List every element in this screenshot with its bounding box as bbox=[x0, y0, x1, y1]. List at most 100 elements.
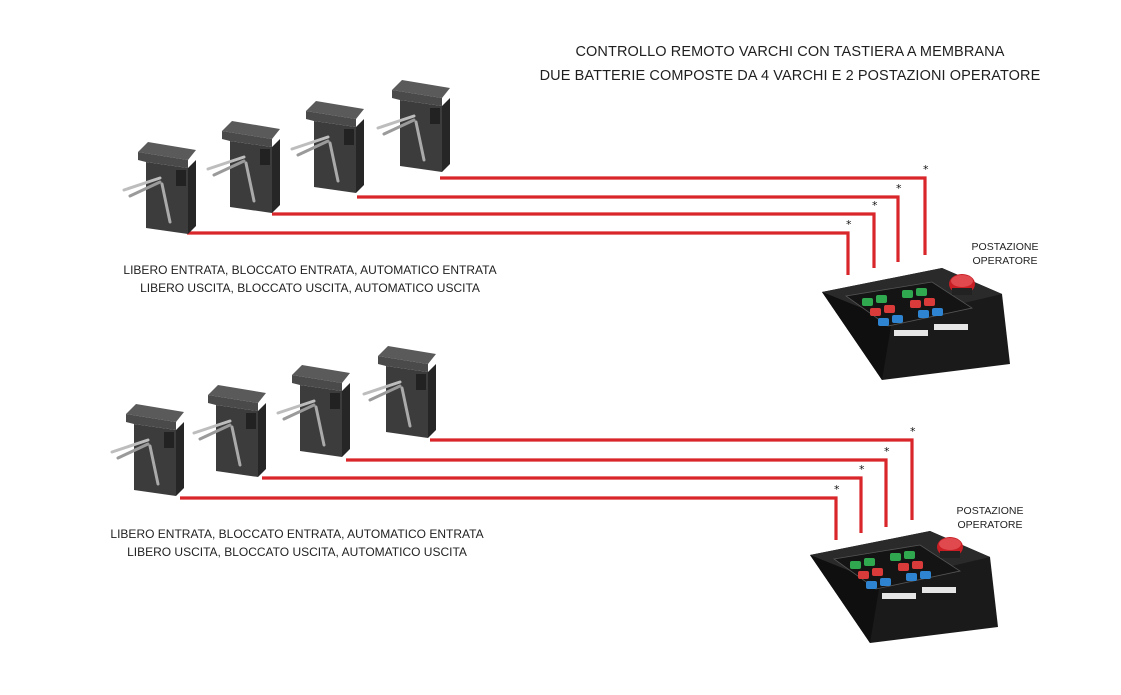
battery-1-cable-marker-1: * bbox=[846, 218, 852, 231]
turnstile-arm bbox=[192, 419, 232, 435]
turnstile-hub bbox=[176, 170, 186, 186]
battery-1-cable-1 bbox=[187, 231, 850, 275]
turnstile-side bbox=[342, 383, 350, 457]
turnstile-hub bbox=[260, 149, 270, 165]
turnstile-arm bbox=[122, 176, 162, 192]
keypad-key bbox=[864, 558, 875, 566]
diagram-title-line2: DUE BATTERIE COMPOSTE DA 4 VARCHI E 2 PO… bbox=[539, 68, 1041, 84]
battery-2-station-label: POSTAZIONE OPERATORE bbox=[956, 505, 1024, 531]
keypad-key bbox=[902, 290, 913, 298]
turnstile-arm bbox=[296, 139, 330, 157]
turnstile-hub bbox=[246, 413, 256, 429]
turnstile-arm bbox=[276, 399, 316, 415]
battery-2-modes-entry: LIBERO ENTRATA, BLOCCATO ENTRATA, AUTOMA… bbox=[110, 527, 484, 541]
turnstile-arm bbox=[314, 405, 326, 447]
label-strip bbox=[934, 324, 968, 330]
turnstile-arm bbox=[160, 182, 172, 224]
turnstile-arm bbox=[206, 155, 246, 171]
turnstile-arm bbox=[230, 425, 242, 467]
battery-2-cable-1 bbox=[180, 496, 838, 540]
battery-1-turnstile-1 bbox=[122, 142, 196, 234]
label-strip bbox=[894, 330, 928, 336]
turnstile-side bbox=[258, 403, 266, 477]
turnstile-lid-front bbox=[378, 356, 428, 372]
keypad-key bbox=[862, 298, 873, 306]
turnstile-side bbox=[356, 119, 364, 193]
keypad-key bbox=[904, 551, 915, 559]
keypad-key bbox=[890, 553, 901, 561]
battery-2-turnstile-3 bbox=[276, 365, 350, 457]
turnstile-arm bbox=[414, 120, 426, 162]
turnstile-lid-front bbox=[208, 395, 258, 411]
turnstile-arm bbox=[328, 141, 340, 183]
keypad-key bbox=[924, 298, 935, 306]
turnstile-lid-front bbox=[126, 414, 176, 430]
keypad-key bbox=[910, 300, 921, 308]
battery-1-turnstile-4 bbox=[376, 80, 450, 172]
label-strip bbox=[922, 587, 956, 593]
keypad-key bbox=[898, 563, 909, 571]
turnstile-arm bbox=[362, 380, 402, 396]
diagram-title-line1: CONTROLLO REMOTO VARCHI CON TASTIERA A M… bbox=[575, 44, 1005, 60]
turnstile-lid-front bbox=[306, 111, 356, 127]
turnstile-hub bbox=[430, 108, 440, 124]
turnstile-side bbox=[272, 139, 280, 213]
turnstile-lid bbox=[222, 121, 280, 139]
battery-1-operator-console bbox=[822, 268, 1010, 380]
turnstile-arm bbox=[382, 118, 416, 136]
emergency-stop-base bbox=[952, 288, 972, 295]
turnstile-lid-front bbox=[392, 90, 442, 106]
turnstile-side bbox=[442, 98, 450, 172]
keypad-key bbox=[876, 295, 887, 303]
turnstile-hub bbox=[344, 129, 354, 145]
battery-1-cable-3 bbox=[357, 195, 900, 262]
turnstile-lid bbox=[378, 346, 436, 364]
label-strip bbox=[882, 593, 916, 599]
keypad-key bbox=[916, 288, 927, 296]
battery-1-modes-exit: LIBERO USCITA, BLOCCATO USCITA, AUTOMATI… bbox=[140, 281, 480, 295]
turnstile-arm bbox=[290, 135, 330, 151]
keypad-key bbox=[870, 308, 881, 316]
turnstile-arm bbox=[198, 423, 232, 441]
turnstile-hub bbox=[330, 393, 340, 409]
keypad-key bbox=[880, 578, 891, 586]
battery-1-station-label: POSTAZIONE OPERATORE bbox=[971, 241, 1039, 267]
battery-1-modes-entry: LIBERO ENTRATA, BLOCCATO ENTRATA, AUTOMA… bbox=[123, 263, 497, 277]
turnstile-hub bbox=[164, 432, 174, 448]
turnstile-arm bbox=[400, 386, 412, 428]
battery-1-cable-marker-3: * bbox=[896, 182, 902, 195]
turnstile-lid-front bbox=[222, 131, 272, 147]
battery-2-cable-marker-3: * bbox=[884, 445, 890, 458]
keypad-key bbox=[884, 305, 895, 313]
battery-2-operator-console bbox=[810, 531, 998, 643]
battery-2-cable-3 bbox=[346, 458, 888, 527]
turnstile-arm bbox=[128, 180, 162, 198]
battery-2-turnstile-4 bbox=[362, 346, 436, 438]
battery-1-turnstile-2 bbox=[206, 121, 280, 213]
turnstile-side bbox=[428, 364, 436, 438]
emergency-stop-cap bbox=[951, 275, 973, 287]
keypad-key bbox=[932, 308, 943, 316]
keypad-key bbox=[912, 561, 923, 569]
battery-2-cable-marker-4: * bbox=[910, 425, 916, 438]
keypad-key bbox=[918, 310, 929, 318]
battery-2-turnstile-1 bbox=[110, 404, 184, 496]
turnstile-arm bbox=[116, 442, 150, 460]
battery-2-cable-2 bbox=[262, 476, 863, 533]
battery-1-cable-marker-4: * bbox=[923, 163, 929, 176]
battery-2-cable-4 bbox=[430, 438, 914, 520]
battery-2-turnstile-2 bbox=[192, 385, 266, 477]
turnstile-arm bbox=[244, 161, 256, 203]
turnstile-lid bbox=[138, 142, 196, 160]
turnstile-arm bbox=[368, 384, 402, 402]
battery-1-cable-marker-2: * bbox=[872, 199, 878, 212]
turnstile-arm bbox=[376, 114, 416, 130]
turnstile-side bbox=[188, 160, 196, 234]
turnstile-lid-front bbox=[138, 152, 188, 168]
turnstile-lid bbox=[126, 404, 184, 422]
keypad-key bbox=[892, 315, 903, 323]
battery-2-modes-exit: LIBERO USCITA, BLOCCATO USCITA, AUTOMATI… bbox=[127, 545, 467, 559]
keypad-key bbox=[872, 568, 883, 576]
turnstile-hub bbox=[416, 374, 426, 390]
